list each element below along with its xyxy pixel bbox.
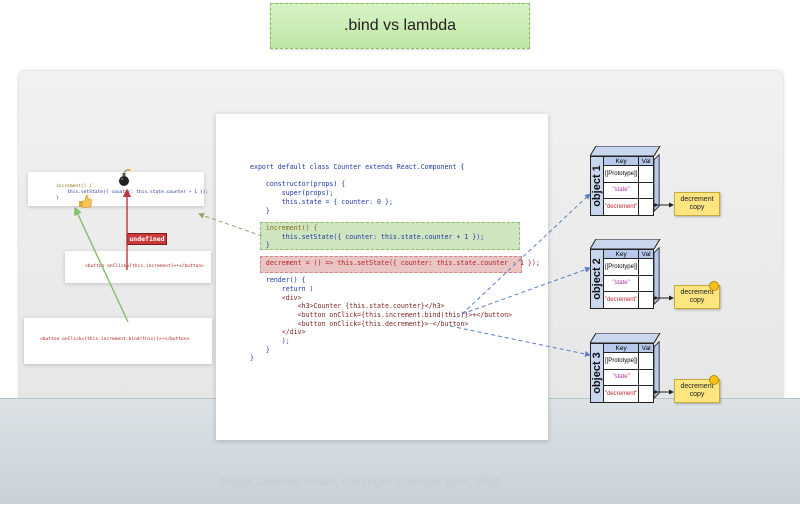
code-line: this.state = { counter: 0 }; [250,197,393,206]
increment-to-snippet-arrow [198,212,263,237]
object-label-side: object 3 [590,343,604,403]
object-row-key: [[Prototype]] [604,353,640,369]
smiley-icon [709,375,719,385]
object-top-face [590,239,661,249]
object-row-key: "state" [604,182,640,198]
footer-copyright: Digital Concept Visual, copyright © Sanj… [219,476,501,488]
arrow-to-object-2 [461,266,591,315]
object-row-key: [[Prototype]] [604,166,640,182]
arrow-to-object-3 [449,325,591,357]
increment-snippet-paper: increment() { this.setState({ counter: t… [28,172,208,206]
object-top-face [590,333,661,343]
code-line: } [250,354,254,363]
object-row: "decrement" [604,199,654,216]
code-line: return ( [250,284,314,293]
object-row-key: "decrement" [604,292,640,308]
object-row: [[Prototype]] [604,353,654,370]
thumbs-up-icon [79,194,92,208]
bind-to-increment-arrow [74,206,129,323]
diagram-title-text: .bind vs lambda [343,17,457,34]
key-header: Key [604,344,640,352]
decrement-arrow-highlight [260,256,522,273]
object-row: "state" [604,182,654,199]
code-line: <h3>Counter {this.state.counter}</h3> [250,302,445,311]
arrow-to-object-1 [461,193,591,315]
object-row-key: "decrement" [604,386,640,402]
bomb-icon [119,168,131,186]
code-line: render() { [250,276,306,285]
val-header: Val [641,251,651,258]
object-row: [[Prototype]] [604,166,654,183]
code-line: this.setState({ counter: this.state.coun… [250,232,485,241]
object-row: "state" [604,369,654,386]
object-right-face [654,153,660,212]
object-row: "decrement" [604,386,654,403]
smiley-icon [709,281,719,291]
object-row-key: "state" [604,275,640,291]
object-top-face [590,146,661,156]
code-line: increment() { [250,223,318,232]
val-header: Val [641,158,651,165]
button-lambda-snippet-text: <button onClick={this.increment}>+</butt… [85,264,204,269]
code-line: ); [250,337,290,345]
decrement-to-note-arrow [654,389,674,395]
val-header: Val [641,345,651,352]
decrement-copy-note: decrement copy [674,192,720,216]
decrement-copy-note: decrement copy [674,379,720,403]
key-header: Key [604,250,640,258]
object-row-key: "decrement" [604,199,640,215]
object-row-key: "state" [604,369,640,385]
code-line: super(props); [250,189,334,198]
object-right-face [654,340,660,399]
code-line: <button onClick={this.increment.bind(thi… [250,310,513,319]
decrement-to-note-arrow [654,202,674,208]
diagram-title: .bind vs lambda [270,3,530,49]
decrement-to-note-arrow [654,295,674,301]
object-label-side: object 2 [590,249,604,309]
object-row-key: [[Prototype]] [604,259,640,275]
object-row: "state" [604,275,654,292]
button-bind-snippet-text: <button onClick={this.increment.bind(thi… [40,337,190,342]
code-line: } [250,241,270,250]
increment-snippet-line-3: } [56,196,59,201]
button-lambda-snippet-paper: <button onClick={this.increment}>+</butt… [65,251,211,283]
code-line: constructor(props) { [250,180,346,189]
increment-snippet-line-2: this.setState({ counter: this.state.coun… [56,190,209,195]
object-row: "decrement" [604,292,654,309]
code-line: <div> [250,293,302,302]
increment-snippet-line-1: increment() { [56,184,92,189]
code-line: } [250,345,270,354]
increment-method-highlight [260,222,520,250]
code-line: </div> [250,328,306,337]
code-line: decrement = () => this.setState({ counte… [250,258,540,267]
key-header: Key [604,157,640,165]
code-line: export default class Counter extends Rea… [250,163,465,171]
code-paper [216,114,548,440]
object-right-face [654,246,660,305]
code-line: } [250,206,270,215]
button-bind-snippet-paper: <button onClick={this.increment.bind(thi… [24,318,212,364]
object-label-side: object 1 [590,156,604,216]
code-line: <button onClick={this.decrement}>-</butt… [250,319,469,328]
object-row: [[Prototype]] [604,259,654,276]
